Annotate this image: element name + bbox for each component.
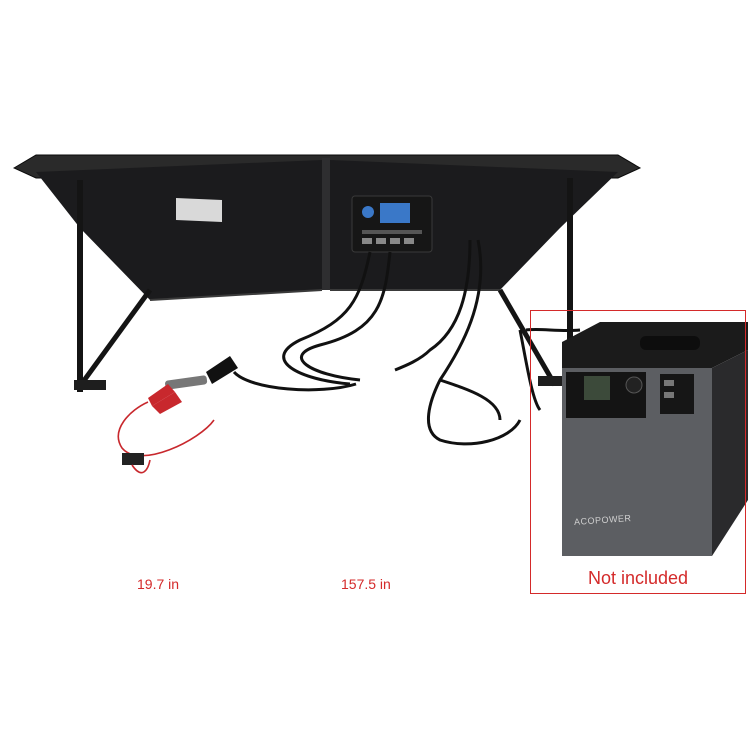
clamp-cable-length: 19.7 in (137, 576, 180, 592)
extension-cable-length: 157.5 in (341, 576, 391, 592)
battery-clamp-icon (117, 356, 238, 474)
not-included-label: Not included (587, 568, 689, 588)
power-station-icon (562, 322, 748, 556)
not-included-box: Not included (530, 310, 746, 594)
charge-controller-icon (351, 195, 433, 253)
cable-bundle (232, 239, 581, 446)
